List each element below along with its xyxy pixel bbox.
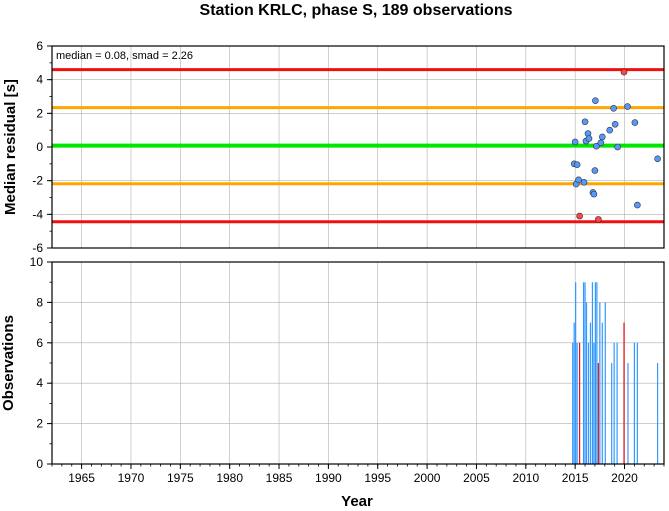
residual-point [573, 161, 581, 168]
residual-y-axis-label: Median residual [s] [2, 79, 19, 215]
residual-point-outlier [576, 212, 583, 220]
residual-y-tick-label: 2 [36, 106, 43, 120]
residual-point [654, 155, 661, 163]
residual-point-outlier [595, 216, 602, 223]
residual-y-tick-label: 6 [36, 39, 43, 53]
observations-y-tick-label: 8 [36, 295, 43, 309]
observations-y-ticks: 10 8 6 4 2 0 [30, 255, 52, 471]
residual-y-tick-label: 4 [36, 73, 43, 87]
residual-point-outlier [620, 68, 628, 76]
x-tick-label: 1970 [118, 471, 145, 485]
x-tick-label: 1965 [68, 471, 95, 485]
residual-point [611, 120, 619, 128]
x-axis-label: Year [341, 493, 373, 510]
residual-point [591, 167, 599, 174]
x-tick-label: 1975 [167, 471, 194, 485]
x-tick-label: 1985 [266, 471, 293, 485]
observation-bars [572, 282, 659, 464]
residual-point [610, 104, 617, 112]
residual-y-tick-label: -4 [32, 207, 43, 221]
residual-point [575, 176, 582, 184]
residual-y-tick-label: -2 [32, 174, 43, 188]
observations-y-tick-label: 0 [36, 457, 43, 471]
x-tick-label: 2005 [463, 471, 490, 485]
residual-point [592, 97, 599, 105]
x-tick-label: 1990 [315, 471, 342, 485]
residual-point [593, 142, 600, 150]
x-tick-label: 1980 [216, 471, 243, 485]
residual-point [599, 133, 606, 141]
x-tick-label: 2000 [414, 471, 441, 485]
observations-y-axis-label: Observations [0, 315, 17, 411]
x-tick-label: 2020 [611, 471, 638, 485]
residual-y-tick-label: -6 [32, 241, 43, 255]
residual-point [580, 179, 588, 186]
residual-y-ticks: 6 4 2 0 -2 -4 -6 [32, 39, 52, 255]
x-tick-label: 2010 [512, 471, 539, 485]
residual-point [634, 201, 641, 209]
x-tick-label: 2015 [562, 471, 589, 485]
x-tick-label: 1995 [364, 471, 391, 485]
residual-point [581, 118, 589, 126]
stats-annotation: median = 0.08, smad = 2.26 [56, 50, 193, 62]
observations-y-tick-label: 10 [30, 255, 44, 269]
residual-y-tick-label: 0 [36, 140, 43, 154]
residual-points [570, 68, 661, 223]
year-x-ticks: 1965 1970 1975 1980 1985 1990 1995 2000 2005 2010… [51, 464, 665, 485]
observations-panel: 10 8 6 4 2 0 1965 1970 1975 1980 1985 1990 1995 2000… [0, 255, 665, 510]
observations-y-tick-label: 4 [36, 376, 43, 390]
residual-point [597, 139, 605, 147]
residual-point [631, 119, 639, 126]
residual-point [571, 138, 579, 146]
residual-panel: 6 4 2 0 -2 -4 -6 median = 0.08, smad = 2.26 Me… [2, 39, 665, 255]
residual-point [614, 143, 621, 151]
observations-y-tick-label: 2 [36, 417, 43, 431]
threshold-lines [52, 68, 664, 224]
observations-y-tick-label: 6 [36, 336, 43, 350]
residual-point [585, 135, 593, 142]
residual-point [590, 190, 598, 198]
chart-title: Station KRLC, phase S, 189 observations [200, 2, 513, 19]
residual-point [624, 103, 631, 110]
residual-point [606, 126, 614, 134]
